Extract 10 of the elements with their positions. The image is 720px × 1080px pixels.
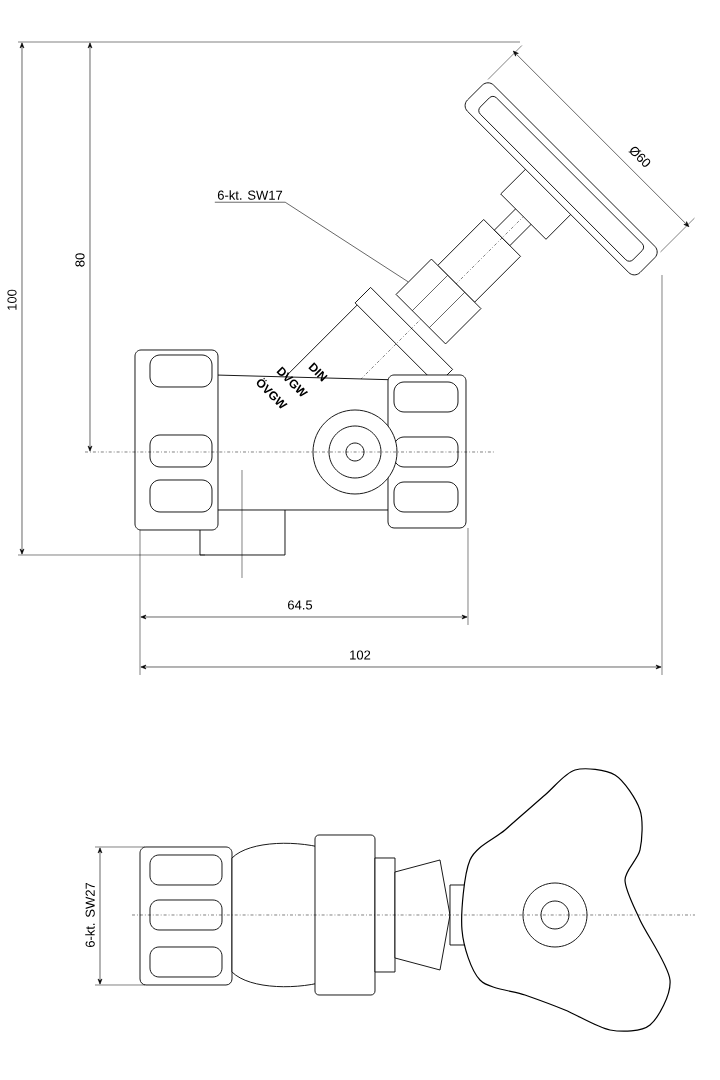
dimension-text: Ø60 (628, 146, 651, 167)
dimension-text: 102 (350, 650, 371, 660)
dimension-text: 100 (7, 289, 17, 310)
dimension-text: 64.5 (288, 600, 313, 610)
marking-text: DIN (308, 362, 328, 382)
hex-nut (395, 258, 482, 345)
leader-line (214, 201, 409, 283)
dimension-text: 80 (75, 253, 85, 267)
dimension-text: 6-kt. SW27 (85, 882, 95, 948)
callout-text: 6-kt. SW17 (217, 190, 283, 200)
